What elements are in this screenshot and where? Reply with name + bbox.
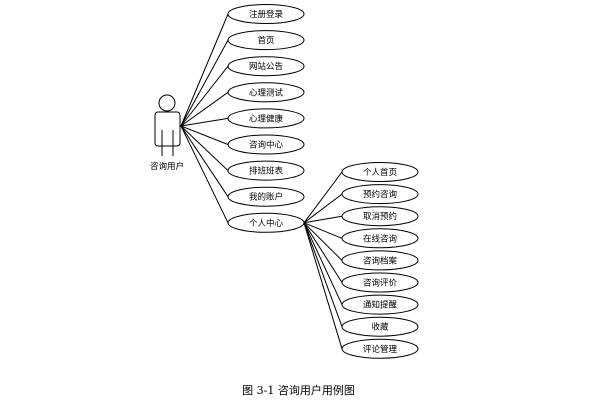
use-case-ellipse bbox=[227, 134, 305, 155]
use-case-ellipse bbox=[341, 228, 419, 249]
association-line bbox=[303, 222, 343, 283]
use-case-2: 首页 bbox=[227, 30, 305, 51]
actor-label: 咨询用户 bbox=[150, 161, 184, 172]
figure-caption: 图 3-1 咨询用户用例图 bbox=[242, 384, 355, 397]
use-case-ellipse bbox=[341, 338, 419, 359]
association-line bbox=[303, 222, 343, 327]
use-case-label: 咨询评价 bbox=[363, 278, 398, 289]
use-case-label: 心理测试 bbox=[249, 87, 284, 98]
use-case-label: 注册登录 bbox=[249, 9, 284, 20]
association-line bbox=[180, 65, 229, 127]
association-line bbox=[180, 125, 229, 145]
use-case-9: 个人中心 bbox=[227, 212, 305, 233]
use-case-ellipse bbox=[227, 56, 305, 77]
association-line bbox=[180, 125, 229, 171]
use-case-label: 首页 bbox=[257, 35, 274, 46]
use-case-label: 收藏 bbox=[371, 322, 389, 333]
association-line bbox=[180, 125, 229, 197]
use-case-8: 我的账户 bbox=[227, 186, 305, 207]
use-case-ellipse bbox=[341, 316, 419, 337]
stick-figure-actor-icon bbox=[154, 94, 181, 156]
use-case-label: 个人中心 bbox=[249, 218, 284, 229]
use-case-6: 咨询中心 bbox=[227, 134, 305, 155]
use-case-label: 咨询中心 bbox=[249, 140, 284, 151]
association-line bbox=[180, 91, 229, 127]
use-case-ellipse bbox=[227, 82, 305, 103]
association-line bbox=[180, 39, 229, 127]
use-case-ellipse bbox=[227, 108, 305, 129]
association-line bbox=[303, 171, 343, 224]
association-line bbox=[180, 125, 229, 224]
association-line bbox=[303, 215, 343, 224]
use-case-label: 评论管理 bbox=[363, 344, 398, 355]
use-case-ellipse bbox=[227, 4, 305, 24]
use-case-label: 咨询档案 bbox=[363, 255, 398, 266]
use-case-ellipse bbox=[341, 206, 419, 227]
use-case-label: 我的账户 bbox=[249, 192, 283, 203]
association-line bbox=[303, 222, 343, 349]
sub-use-case-2: 预约咨询 bbox=[341, 184, 419, 205]
association-line bbox=[180, 13, 229, 127]
use-case-label: 排班班表 bbox=[249, 166, 284, 177]
association-line bbox=[303, 222, 343, 239]
sub-use-case-1: 个人首页 bbox=[341, 162, 419, 182]
use-case-ellipse bbox=[341, 294, 419, 315]
use-case-label: 通知提醒 bbox=[363, 300, 398, 311]
use-case-label: 取消预约 bbox=[363, 211, 397, 222]
use-case-4: 心理测试 bbox=[227, 82, 305, 103]
use-case-label: 个人首页 bbox=[363, 167, 397, 178]
use-case-ellipse bbox=[227, 160, 305, 181]
association-lines bbox=[180, 13, 343, 349]
use-case-label: 心理健康 bbox=[249, 113, 284, 124]
sub-use-case-9: 评论管理 bbox=[341, 338, 419, 359]
use-case-ellipse bbox=[341, 184, 419, 205]
use-case-ellipse bbox=[227, 30, 305, 51]
sub-use-case-6: 咨询评价 bbox=[341, 272, 419, 293]
use-case-ellipse bbox=[341, 162, 419, 182]
use-case-1: 注册登录 bbox=[227, 4, 305, 24]
use-case-ellipse bbox=[341, 272, 419, 293]
use-case-ellipse bbox=[227, 212, 305, 233]
association-line bbox=[180, 117, 229, 127]
use-case-3: 网站公告 bbox=[227, 56, 305, 77]
actor-consulting-user: 咨询用户 bbox=[150, 94, 184, 172]
use-case-label: 预约咨询 bbox=[363, 189, 397, 200]
association-line bbox=[303, 222, 343, 261]
sub-use-case-8: 收藏 bbox=[341, 316, 419, 337]
sub-use-case-4: 在线咨询 bbox=[341, 228, 419, 249]
association-line bbox=[303, 193, 343, 224]
use-case-label: 在线咨询 bbox=[363, 233, 397, 244]
use-case-7: 排班班表 bbox=[227, 160, 305, 181]
sub-use-case-7: 通知提醒 bbox=[341, 294, 419, 315]
use-case-ellipse bbox=[341, 250, 419, 271]
use-case-label: 网站公告 bbox=[249, 61, 283, 72]
association-line bbox=[303, 222, 343, 305]
use-case-ellipse bbox=[227, 186, 305, 207]
sub-use-case-3: 取消预约 bbox=[341, 206, 419, 227]
sub-use-case-5: 咨询档案 bbox=[341, 250, 419, 271]
use-case-5: 心理健康 bbox=[227, 108, 305, 129]
